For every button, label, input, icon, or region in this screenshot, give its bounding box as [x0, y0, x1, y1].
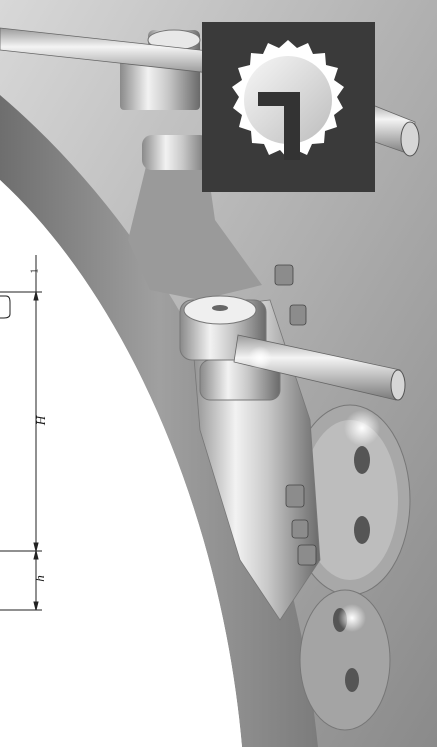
upper-valve-collar [142, 135, 210, 170]
lower-flanges [289, 404, 411, 731]
dimension-lines [0, 255, 42, 611]
lower-rod-end [390, 369, 406, 401]
number-badge [202, 22, 375, 192]
highlight-glow [344, 410, 380, 446]
highlight-glow [248, 346, 272, 370]
curved-band [0, 95, 318, 747]
highlight-glow [338, 604, 366, 632]
dimension-label-top: 1 [29, 268, 41, 274]
lower-handle-rod [233, 334, 401, 401]
upper-rod-end [400, 121, 420, 157]
upper-valve-body [128, 150, 262, 300]
dimension-label-H: H [33, 415, 49, 426]
dimension-label-h: h [31, 575, 47, 582]
bolts [274, 264, 317, 566]
blueprint-area [0, 180, 242, 747]
